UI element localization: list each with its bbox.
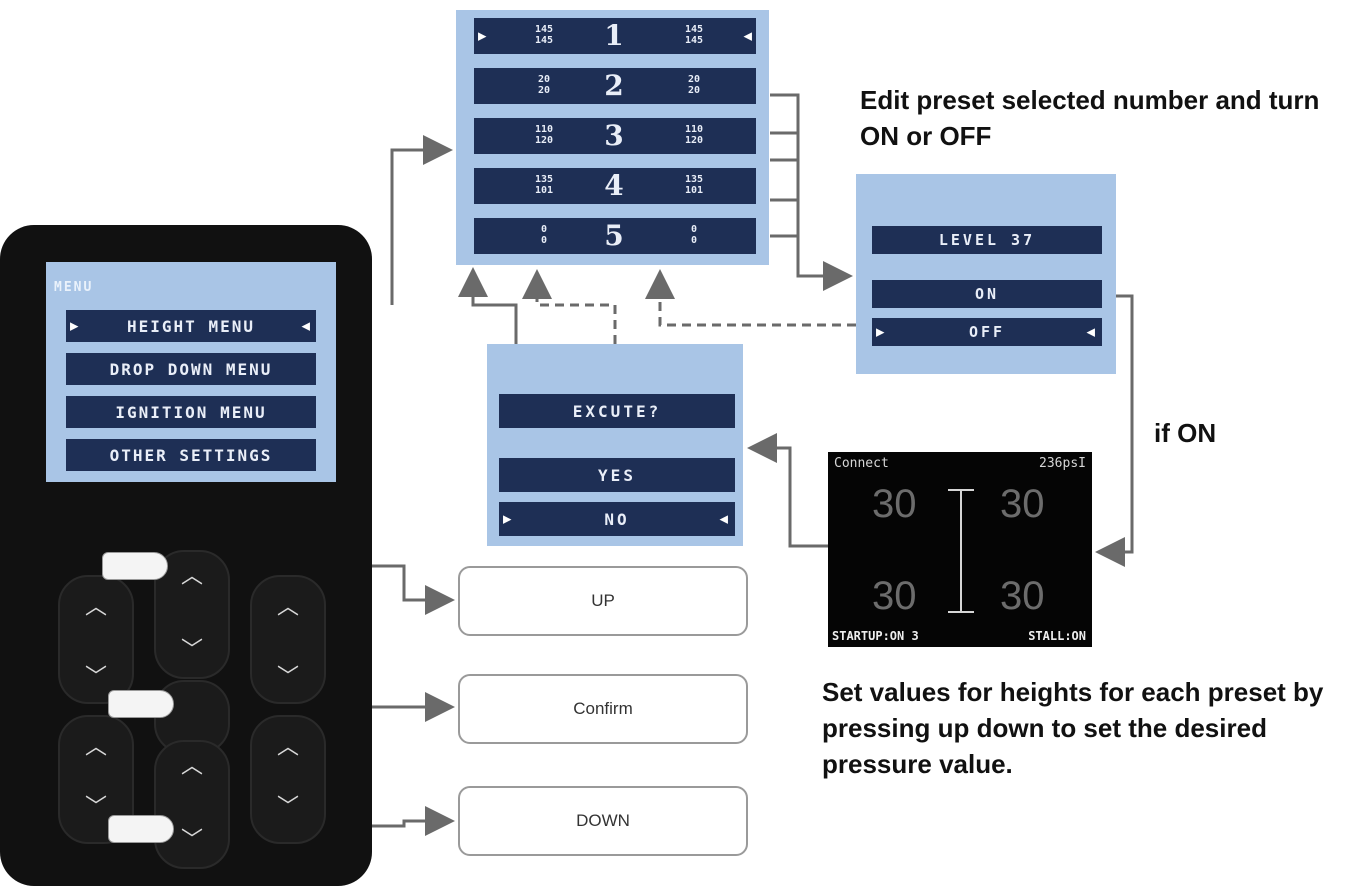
off-dashed-return bbox=[645, 269, 856, 327]
on-option[interactable]: ON bbox=[872, 280, 1102, 308]
presets-to-level-arrow bbox=[770, 93, 853, 291]
pressure-readout: 236psI bbox=[1039, 456, 1086, 471]
menu-to-presets-arrow bbox=[390, 135, 453, 305]
preset-number: 2 bbox=[604, 69, 624, 102]
if-on-note: if ON bbox=[1154, 418, 1217, 448]
selector-left-icon: ▶ bbox=[478, 29, 487, 43]
level-screen: LEVEL 37 ON ▶ OFF ◀ bbox=[856, 174, 1116, 374]
menu-item-ignition[interactable]: IGNITION MENU bbox=[66, 396, 316, 428]
status-screen: Connect 236psI 30 30 30 30 STARTUP:ON 3 … bbox=[828, 452, 1092, 647]
value-rear-left: 30 bbox=[872, 574, 917, 618]
level-title: LEVEL 37 bbox=[872, 226, 1102, 254]
yes-option[interactable]: YES bbox=[499, 458, 735, 492]
excute-screen: EXCUTE? YES ▶ NO ◀ bbox=[487, 344, 743, 546]
preset-number: 4 bbox=[604, 169, 624, 202]
selector-right-icon: ◀ bbox=[743, 29, 752, 43]
selector-left-icon: ▶ bbox=[876, 325, 888, 339]
stall-status: STALL:ON bbox=[1028, 629, 1086, 643]
key-right-bottom[interactable]: ︿﹀ bbox=[250, 715, 326, 844]
selector-right-icon: ◀ bbox=[1086, 325, 1098, 339]
pointing-hand-icon bbox=[108, 815, 174, 843]
preset-number: 1 bbox=[604, 19, 624, 52]
startup-status: STARTUP:ON 3 bbox=[832, 629, 919, 643]
excute-dashed-return bbox=[522, 269, 617, 344]
selector-right-icon: ◀ bbox=[719, 512, 731, 526]
selector-left-icon: ▶ bbox=[503, 512, 515, 526]
down-button-label: DOWN bbox=[458, 786, 748, 856]
excute-to-presets-arrow bbox=[458, 267, 518, 344]
pointing-hand-icon bbox=[108, 690, 174, 718]
menu-title: MENU bbox=[54, 280, 94, 295]
selector-right-icon: ◀ bbox=[301, 319, 312, 333]
up-button-label: UP bbox=[458, 566, 748, 636]
menu-screen: MENU ▶ HEIGHT MENU ◀ DROP DOWN MENU IGNI… bbox=[46, 262, 336, 482]
selector-left-icon: ▶ bbox=[70, 319, 81, 333]
preset-number: 3 bbox=[604, 119, 624, 152]
vehicle-axle-icon bbox=[948, 489, 974, 613]
excute-title: EXCUTE? bbox=[499, 394, 735, 428]
pointing-hand-icon bbox=[102, 552, 168, 580]
keypad: ︿﹀ ︿﹀ ︿﹀ ︿﹀ ︿﹀ ︿﹀ bbox=[48, 540, 338, 870]
off-option[interactable]: ▶ OFF ◀ bbox=[872, 318, 1102, 346]
key-right-top[interactable]: ︿﹀ bbox=[250, 575, 326, 704]
value-rear-right: 30 bbox=[1000, 574, 1045, 618]
connect-status: Connect bbox=[834, 456, 889, 471]
edit-preset-note: Edit preset selected number and turn ON … bbox=[860, 85, 1320, 151]
no-option[interactable]: ▶ NO ◀ bbox=[499, 502, 735, 536]
confirm-button-label: Confirm bbox=[458, 674, 748, 744]
value-front-right: 30 bbox=[1000, 482, 1045, 526]
key-center-top-up[interactable]: ︿﹀ bbox=[154, 550, 230, 679]
value-front-left: 30 bbox=[872, 482, 917, 526]
on-to-status-arrow bbox=[1095, 294, 1134, 567]
preset-number: 5 bbox=[604, 219, 624, 252]
menu-item-drop-down[interactable]: DROP DOWN MENU bbox=[66, 353, 316, 385]
key-center-bottom-down[interactable]: ︿﹀ bbox=[154, 740, 230, 869]
key-left-top[interactable]: ︿﹀ bbox=[58, 575, 134, 704]
set-values-note: Set values for heights for each preset b… bbox=[822, 677, 1324, 779]
menu-item-other-settings[interactable]: OTHER SETTINGS bbox=[66, 439, 316, 471]
menu-item-height[interactable]: ▶ HEIGHT MENU ◀ bbox=[66, 310, 316, 342]
